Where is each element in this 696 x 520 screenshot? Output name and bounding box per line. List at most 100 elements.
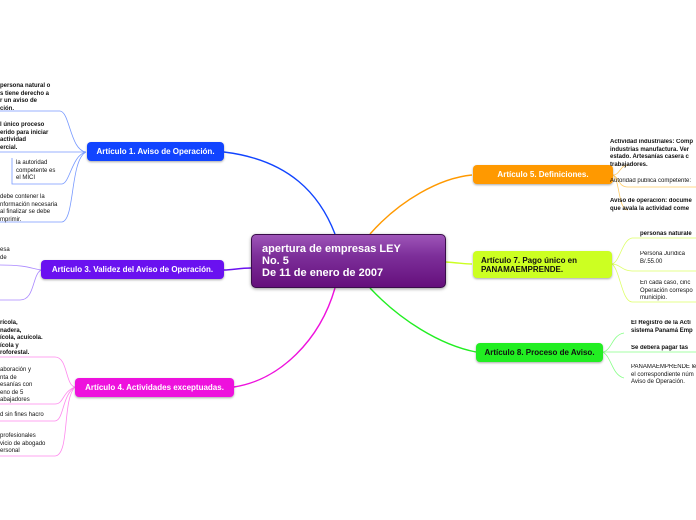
leaf-a5-3-line: Aviso de operación: docume	[610, 198, 692, 204]
link-a3-1	[0, 264, 42, 271]
branch-art5[interactable]: Artículo 5. Definiciones.	[473, 165, 613, 184]
leaf-a8-1-line: El Registro de la Acti	[631, 320, 691, 326]
leaf-a1-1-line: persona natural o	[0, 83, 51, 89]
branch-art7[interactable]: Artículo 7. Pago único en PANAMAEMPRENDE…	[473, 251, 612, 278]
leaf-a5-1[interactable]: Actividad industriales: Comp industrias …	[610, 139, 696, 169]
leaf-a1-4-line: nformación necesaria	[0, 201, 58, 208]
leaf-a4-1-line: ícola, acuícola.	[0, 335, 43, 341]
branch-art8[interactable]: Artículo 8. Proceso de Aviso.	[476, 343, 603, 362]
leaf-a3-1-line: esa	[0, 247, 10, 253]
leaf-a8-3-line: Aviso de Operación.	[631, 379, 685, 385]
link-a4-2	[0, 386, 76, 405]
leaf-a4-3[interactable]: d sin fines hacro	[0, 412, 44, 420]
leaf-a4-2-line: eno de 5	[0, 389, 24, 396]
leaf-a4-1-line: roforestal.	[0, 350, 30, 356]
leaf-a5-3[interactable]: Aviso de operación: docume que avala la …	[610, 198, 696, 213]
leaf-a8-3[interactable]: PANAMAEMPRENDE le e el correspondiente n…	[631, 364, 696, 387]
leaf-a3-1-line: de	[0, 254, 7, 261]
leaf-a1-1-line: r un aviso de	[0, 98, 38, 104]
link-a7-3	[611, 263, 696, 303]
leaf-a4-2-line: abajadores	[0, 397, 30, 403]
link-art8	[369, 287, 477, 353]
leaf-a7-3-line: municipio.	[640, 295, 668, 301]
leaf-a1-1-line: s tiene derecho a	[0, 90, 50, 97]
leaf-a4-2-line: esanías con	[0, 382, 33, 388]
leaf-a5-2[interactable]: Autoridad publica competente:	[610, 178, 696, 186]
leaf-a7-2-line: B/.55.00	[640, 258, 663, 265]
leaf-a4-4-line: vicio de abogado	[0, 440, 46, 447]
leaf-a7-3-line: En cada caso, cinc	[640, 280, 691, 286]
leaf-a1-1-line: ción.	[0, 105, 15, 112]
link-a4-4	[0, 386, 76, 457]
leaf-a7-2-line: Persona Jurídica	[640, 251, 686, 257]
link-a7-1	[611, 237, 696, 265]
leaf-a4-1-line: ícola y	[0, 342, 19, 349]
leaf-a5-3-line: que avala la actividad come	[610, 205, 690, 212]
leaf-a5-1-line: industrias manufactura. Ver	[610, 146, 690, 153]
leaf-a7-1-line: personas naturale	[640, 231, 692, 237]
leaf-a4-3-line: d sin fines hacro	[0, 412, 44, 418]
link-art3	[223, 267, 252, 271]
leaf-a1-2-line: erido para iniciar	[0, 129, 49, 136]
branch-art7-label-line1: Artículo 7. Pago único en	[481, 255, 578, 265]
branch-art3-label: Artículo 3. Validez del Aviso de Operaci…	[51, 265, 214, 274]
leaf-a7-3-line: Operación correspo	[640, 287, 693, 294]
leaf-a1-3-line: la autoridad	[16, 160, 48, 166]
leaf-a8-2-line: Se deberá pagar tas	[631, 345, 689, 351]
central-title-line2: No. 5	[262, 255, 289, 267]
leaf-a5-2-line: Autoridad publica competente:	[610, 178, 692, 184]
branch-art1-label: Artículo 1. Aviso de Operación.	[96, 147, 215, 156]
leaf-a5-1-line: trabajadores.	[610, 161, 648, 168]
branch-art1[interactable]: Artículo 1. Aviso de Operación.	[87, 142, 224, 161]
branch-art4[interactable]: Artículo 4. Actividades exceptuadas.	[75, 378, 234, 397]
leaf-a3-1[interactable]: esa de	[0, 247, 10, 262]
branch-art5-label: Artículo 5. Definiciones.	[497, 170, 589, 179]
link-a7-2	[611, 263, 696, 272]
link-a1-3	[11, 151, 87, 185]
central-topic[interactable]: apertura de empresas LEY No. 5 De 11 de …	[251, 234, 446, 288]
leaf-a1-2-line: ercial.	[0, 144, 18, 151]
link-a8-3	[602, 351, 625, 379]
leaf-a8-3-line: PANAMAEMPRENDE le e	[631, 364, 696, 370]
leaf-a1-4[interactable]: debe contener la nformación necesaria al…	[0, 194, 57, 224]
leaf-a5-1-line: estado. Artesanías casera c	[610, 154, 689, 160]
leaf-a1-1[interactable]: persona natural o s tiene derecho a r un…	[0, 83, 50, 113]
leaf-a4-1-line: rícola,	[0, 320, 18, 326]
leaf-a8-1[interactable]: El Registro de la Acti sistema Panamá Em…	[631, 320, 696, 335]
branch-art4-label: Artículo 4. Actividades exceptuadas.	[85, 383, 224, 392]
leaf-a8-1-line: sistema Panamá Emp	[631, 327, 693, 334]
leaf-a4-1-line: nadera,	[0, 327, 22, 334]
branch-art3[interactable]: Artículo 3. Validez del Aviso de Operaci…	[41, 260, 224, 279]
central-title-line3: De 11 de enero de 2007	[262, 267, 384, 279]
leaf-a4-2-line: aboración y	[0, 367, 32, 373]
leaf-a4-4[interactable]: profesionales vicio de abogado ersonal	[0, 433, 45, 456]
leaf-a4-1[interactable]: rícola, nadera, ícola, acuícola. ícola y…	[0, 320, 43, 358]
leaf-a7-2[interactable]: Persona Jurídica B/.55.00	[640, 251, 696, 266]
branch-art8-label: Artículo 8. Proceso de Aviso.	[484, 348, 595, 357]
link-a8-1	[602, 332, 625, 353]
link-a4-1	[0, 356, 76, 388]
leaf-a4-4-line: ersonal	[0, 448, 20, 454]
link-art4	[233, 287, 336, 388]
link-a5-3	[612, 174, 629, 211]
link-a5-2	[612, 174, 696, 188]
leaf-a8-2[interactable]: Se deberá pagar tas	[631, 345, 696, 353]
leaf-a7-1[interactable]: personas naturale	[640, 231, 696, 239]
link-a5-1	[612, 164, 629, 176]
leaf-a1-2-line: actividad	[0, 137, 27, 143]
leaf-a1-3[interactable]: la autoridad competente es el MICI	[16, 160, 55, 183]
link-a4-3	[0, 386, 76, 422]
link-a1-4	[0, 151, 87, 223]
leaf-a1-2[interactable]: l único proceso erido para iniciar activ…	[0, 122, 48, 152]
link-a1-1	[0, 110, 87, 153]
leaf-a7-3[interactable]: En cada caso, cinc Operación correspo mu…	[640, 280, 696, 303]
branch-art7-label-line2: PANAMAEMPRENDE.	[481, 264, 564, 274]
leaf-a4-2[interactable]: aboración y nta de esanías con eno de 5 …	[0, 367, 32, 405]
link-art1	[223, 151, 336, 235]
leaf-a4-2-line: nta de	[0, 374, 17, 381]
link-a3-2	[0, 269, 42, 301]
leaf-a8-3-line: el correspondiente núm	[631, 371, 694, 378]
leaf-a1-4-line: debe contener la	[0, 194, 45, 200]
link-art7	[445, 261, 473, 265]
